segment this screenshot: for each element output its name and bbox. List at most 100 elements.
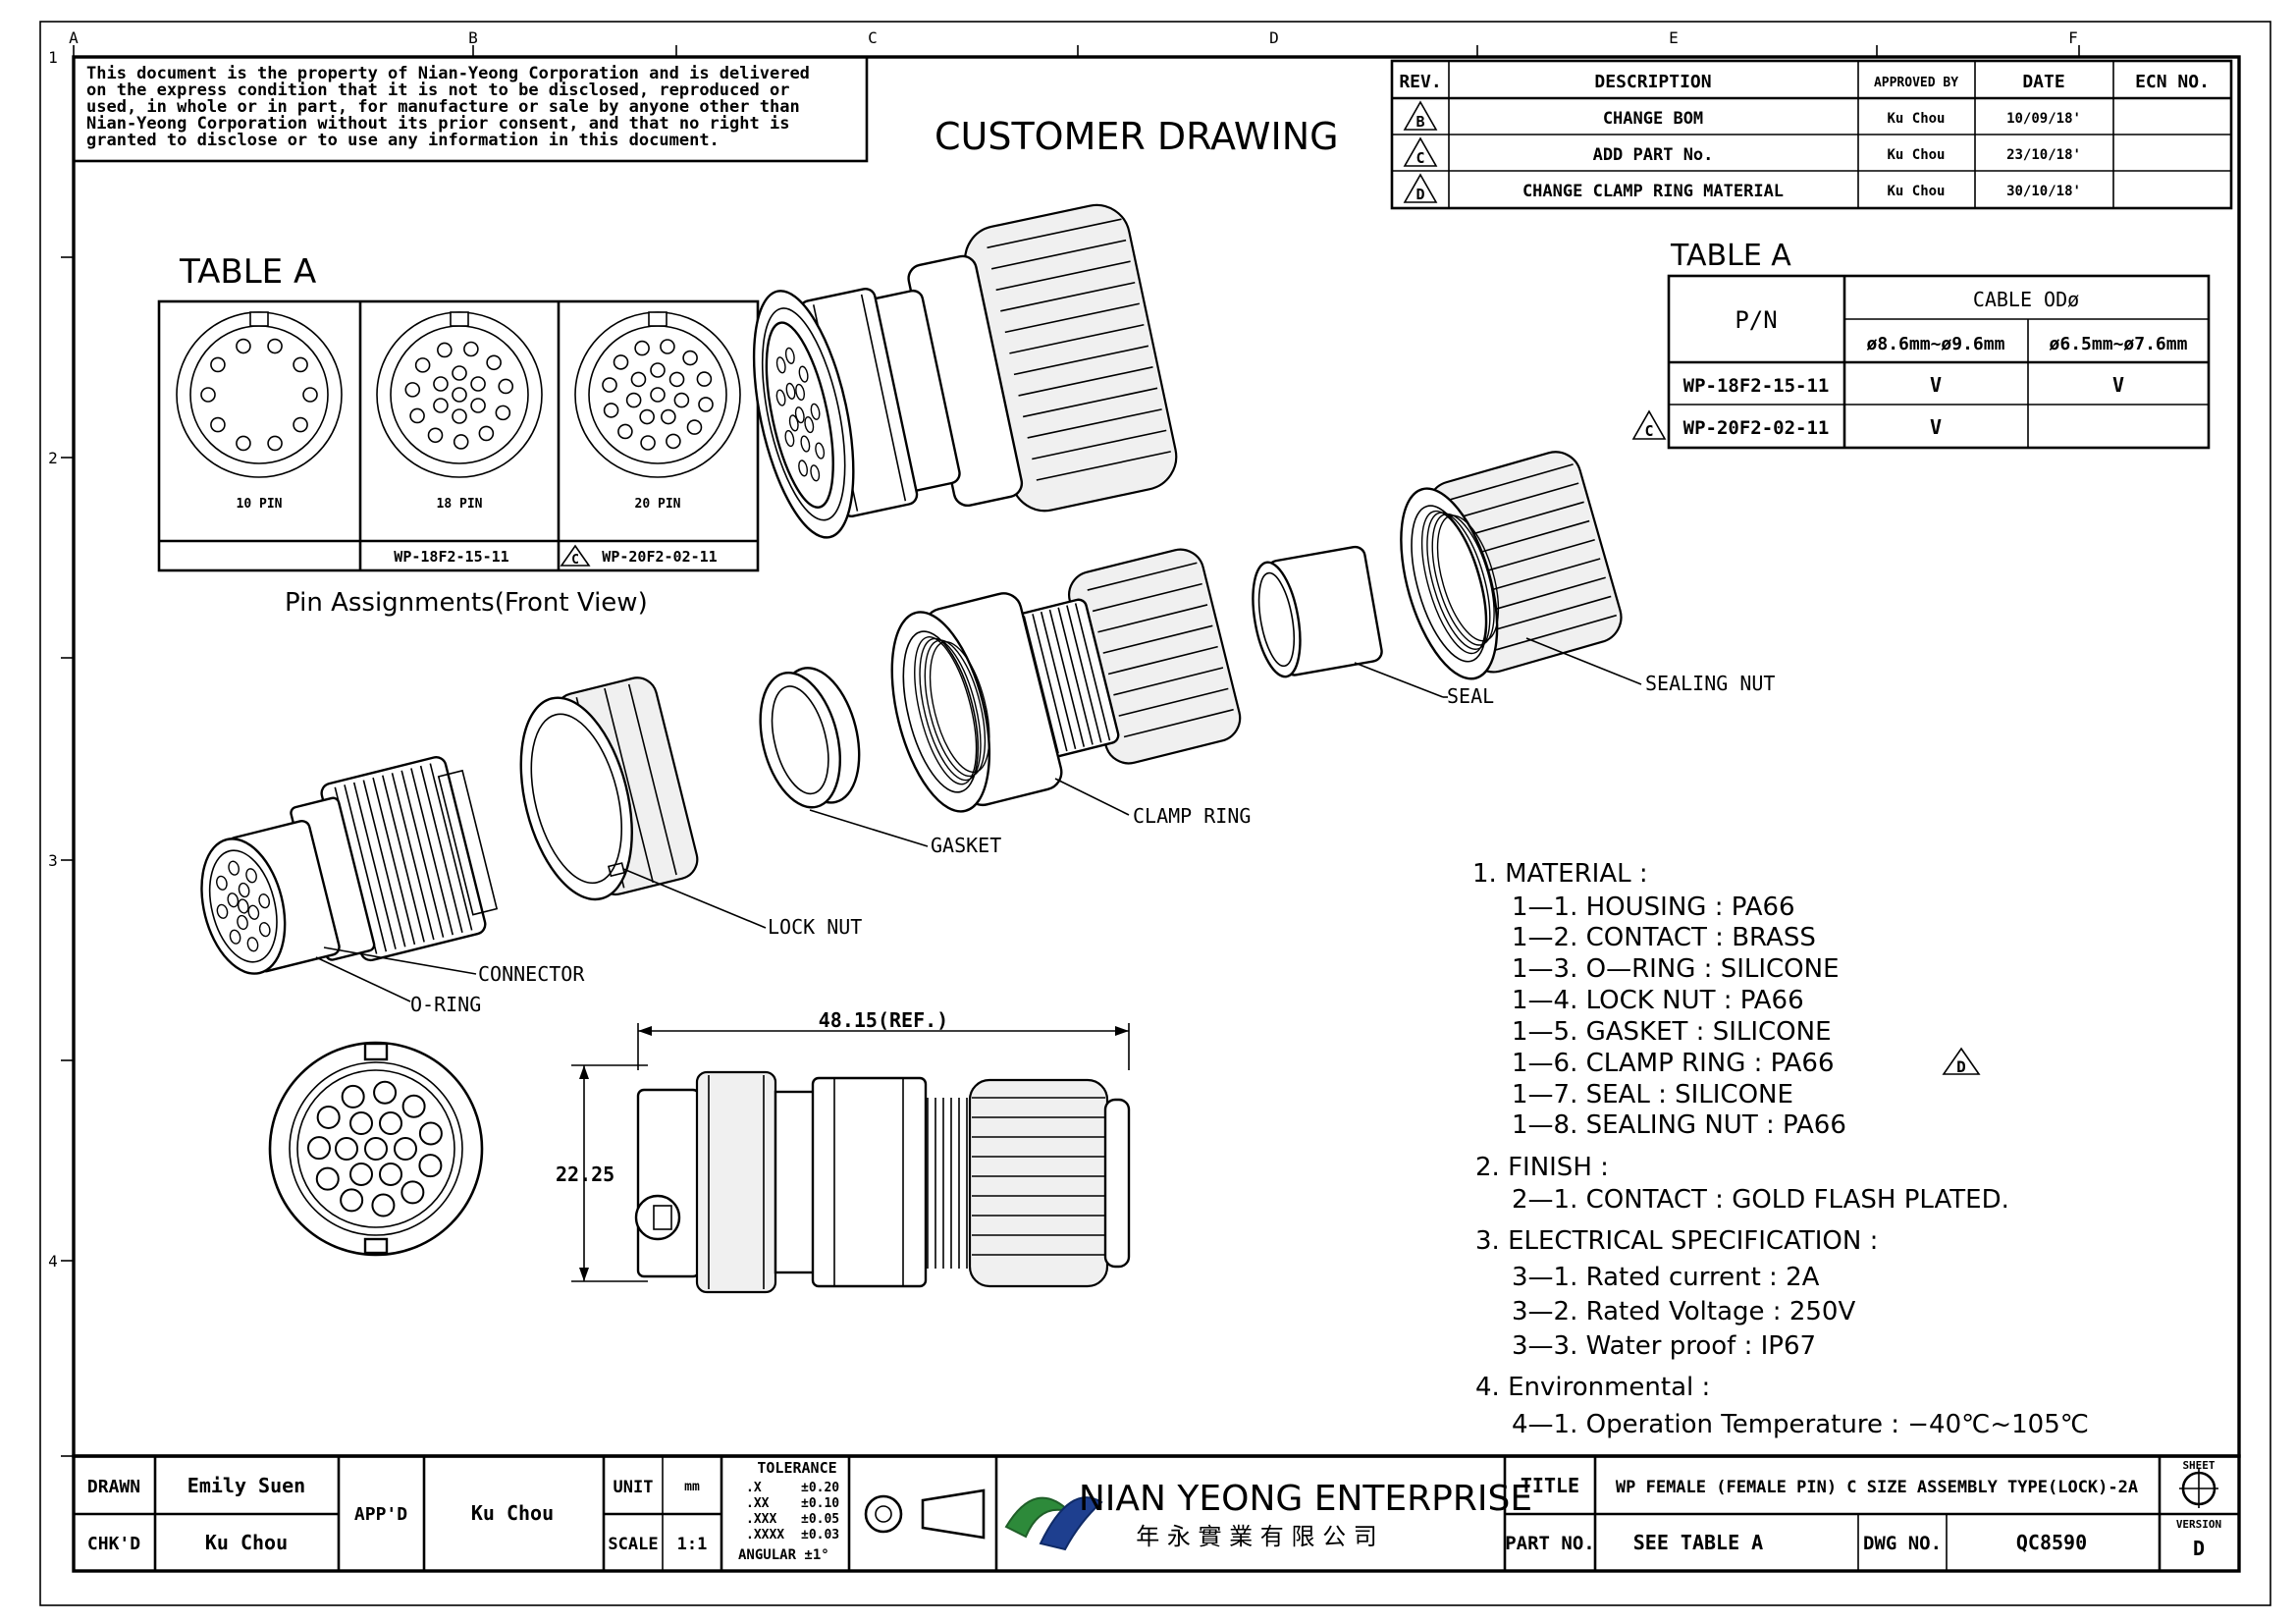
pin-hole — [452, 387, 467, 403]
label-sealing-nut: SEALING NUT — [1645, 672, 1775, 695]
pin-hole — [682, 350, 698, 366]
cable-check: V — [1930, 373, 1942, 397]
ecn-header: ECN NO. — [2135, 72, 2210, 92]
rev-triangle — [1403, 173, 1438, 203]
rev-date: 10/09/18' — [2006, 111, 2081, 127]
drawing-title: CUSTOMER DRAWING — [934, 115, 1339, 158]
material-line: 1—8. SEALING NUT : PA66 — [1512, 1110, 1846, 1140]
tolerance-value: ±0.10 — [801, 1496, 839, 1511]
thread-line — [1048, 609, 1086, 747]
thread-line — [344, 784, 388, 952]
knurl-rib — [1022, 387, 1158, 418]
contact-pin — [418, 1154, 443, 1178]
face-pin — [246, 937, 259, 952]
dimension-diameter: 22.25 — [556, 1163, 614, 1186]
row-zones: 1 2 3 4 — [48, 48, 74, 1457]
unit-label: UNIT — [614, 1478, 654, 1497]
knurl-rib — [1097, 604, 1208, 633]
thread-ring — [919, 637, 982, 782]
face-pin — [784, 347, 795, 364]
contact-pin — [349, 1162, 373, 1186]
knurl-rib — [1018, 366, 1153, 397]
contact-pin — [401, 1094, 426, 1118]
unit-value: mm — [684, 1480, 700, 1494]
knurl-rib — [1032, 429, 1167, 460]
drawing-title-value: WP FEMALE (FEMALE PIN) C SIZE ASSEMBLY T… — [1616, 1478, 2138, 1497]
contact-pin — [379, 1162, 402, 1186]
contact-pin — [341, 1084, 365, 1109]
knurl-rib — [1004, 302, 1140, 334]
finish-line: 2—1. CONTACT : GOLD FLASH PLATED. — [1512, 1185, 2009, 1215]
contact-pin — [349, 1111, 373, 1136]
pin-hole — [639, 408, 655, 425]
knurl-rib — [1102, 624, 1213, 654]
pin-hole — [470, 376, 486, 392]
knurl-rib — [1036, 451, 1171, 481]
pin-hole — [686, 419, 703, 435]
table-a-title-2: TABLE A — [1670, 239, 1791, 273]
assembled-connector-view — [752, 203, 1178, 539]
pin-hole — [267, 435, 283, 452]
company-name-chinese: 年 永 實 業 有 限 公 司 — [1136, 1523, 1376, 1550]
pin-hole — [625, 392, 642, 408]
material-line: 1—2. CONTACT : BRASS — [1512, 923, 1816, 952]
knurl-rib — [1027, 408, 1162, 439]
rev-triangle — [1942, 1047, 1981, 1075]
knurl-rib — [1000, 281, 1136, 312]
electrical-line: 3—1. Rated current : 2A — [1512, 1263, 1820, 1292]
rev-date: 30/10/18' — [2006, 184, 2081, 199]
knurl-rib — [1462, 519, 1590, 559]
label-seal: SEAL — [1447, 684, 1494, 708]
knurl-rib — [1087, 562, 1198, 591]
zone-number-1: 1 — [48, 48, 58, 67]
knurl-rib — [1118, 687, 1229, 717]
pin-hole — [634, 340, 650, 356]
version-label: VERSION — [2176, 1518, 2221, 1531]
contact-pin — [379, 1111, 402, 1136]
dimension-length: 48.15(REF.) — [819, 1008, 948, 1032]
pin-hole — [666, 433, 681, 450]
rev-letter: C — [571, 553, 579, 568]
notice-line: granted to disclose or to use any inform… — [86, 131, 720, 150]
face-pin — [228, 860, 240, 876]
pin-hole — [293, 356, 308, 373]
material-line: 1—5. GASKET : SILICONE — [1512, 1017, 1832, 1047]
scale-value: 1:1 — [677, 1535, 708, 1554]
thread-line — [382, 775, 425, 943]
contact-pin — [316, 1105, 341, 1129]
seal-part — [1252, 545, 1383, 678]
cable-od-table: TABLE A P/N CABLE ODø ø8.6mm~ø9.6mm ø6.5… — [1631, 239, 2211, 450]
cable-check: V — [1930, 415, 1942, 439]
electrical-line: 3—3. Water proof : IP67 — [1512, 1331, 1816, 1361]
rev-description: CHANGE CLAMP RING MATERIAL — [1522, 182, 1784, 201]
approved-header: APPROVED BY — [1874, 76, 1958, 90]
pin-hole — [603, 403, 619, 418]
table-a-title: TABLE A — [179, 252, 316, 292]
thread-line — [362, 780, 406, 947]
zone-number-3: 3 — [48, 851, 58, 870]
pin-hole — [660, 339, 675, 354]
knurl-rib — [1107, 645, 1218, 676]
face-pin — [258, 922, 271, 938]
thread-ring — [1426, 512, 1491, 650]
pin-hole — [617, 423, 633, 440]
face-pin — [800, 435, 811, 453]
zone-letter-b: B — [468, 28, 478, 47]
knurl-rib — [990, 239, 1127, 270]
zone-letter-f: F — [2068, 28, 2078, 47]
thread-line — [1057, 607, 1094, 745]
thread-line — [352, 782, 397, 949]
tolerance-key: .XXXX — [746, 1528, 784, 1542]
zone-number-2: 2 — [48, 449, 58, 467]
sheet-target-icon — [2179, 1469, 2218, 1508]
face-pin — [229, 929, 241, 945]
pin-hole — [293, 416, 308, 433]
face-pin — [798, 365, 809, 383]
pin-hole — [210, 356, 226, 373]
finish-title: 2. FINISH : — [1475, 1153, 1609, 1182]
cable-pn: WP-20F2-02-11 — [1683, 417, 1830, 439]
pin-label-18: 18 PIN — [437, 497, 483, 512]
pin-hole — [427, 427, 444, 444]
face-pin — [238, 882, 250, 898]
knurl-rib — [987, 218, 1122, 249]
